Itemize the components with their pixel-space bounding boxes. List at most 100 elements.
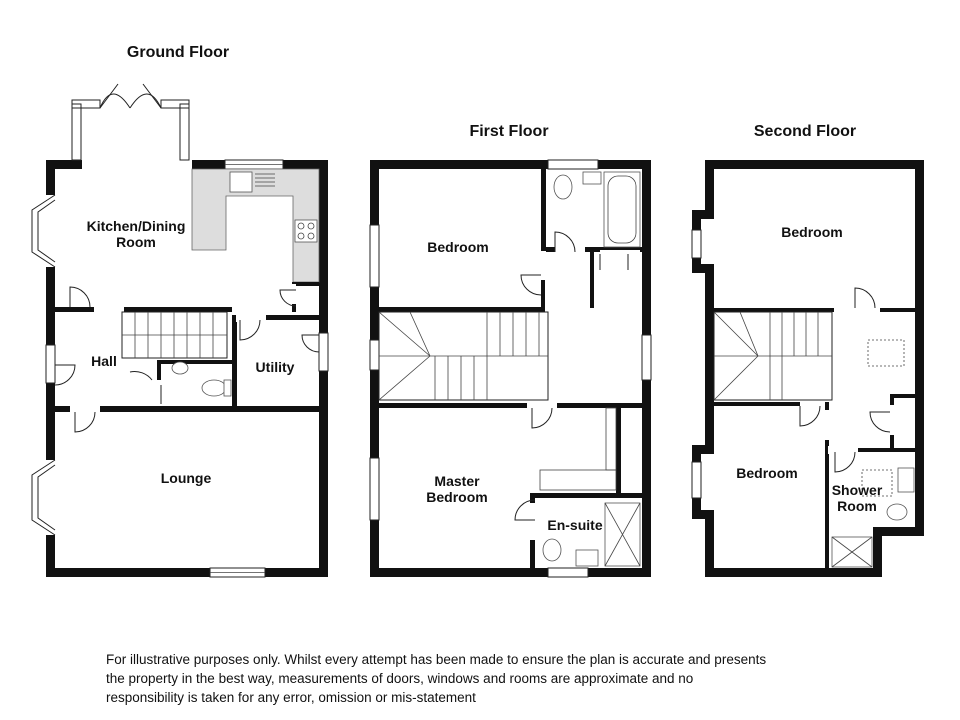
staircase <box>121 311 228 359</box>
window <box>369 224 380 288</box>
staircase <box>378 311 549 401</box>
wall <box>705 264 714 449</box>
window <box>547 567 589 578</box>
toilet-icon <box>542 538 562 562</box>
hob-icon <box>294 219 318 243</box>
wall <box>530 540 535 568</box>
wall <box>55 406 319 412</box>
rooflight <box>867 339 905 367</box>
room-label-bedroom: Bedroom <box>427 239 488 255</box>
wall <box>705 568 882 577</box>
wall <box>541 169 546 251</box>
wall <box>237 315 319 320</box>
wall <box>546 247 642 252</box>
disclaimer-line: the property in the best way, measuremen… <box>106 671 694 686</box>
room-label-shower-room: Shower <box>832 482 883 498</box>
first-floor-plan: First Floor <box>368 123 653 579</box>
wall <box>530 493 535 503</box>
room-label-master-bedroom-line2: Bedroom <box>426 489 487 505</box>
door <box>239 319 261 341</box>
room-label-hall: Hall <box>91 353 117 369</box>
wall <box>714 402 829 406</box>
wall <box>370 160 651 169</box>
basin-icon <box>171 361 189 375</box>
second-floor-plan: Second Floor <box>690 123 924 577</box>
wall <box>705 510 714 577</box>
disclaimer-line: For illustrative purposes only. Whilst e… <box>106 652 767 667</box>
window <box>179 103 190 161</box>
door <box>554 231 576 253</box>
wall <box>873 527 882 577</box>
ground-floor-plan: Ground Floor <box>31 44 330 579</box>
wall <box>616 408 621 493</box>
wall <box>55 307 232 312</box>
wall <box>705 160 924 169</box>
wall <box>46 568 328 577</box>
french-door <box>99 93 131 109</box>
door <box>69 286 91 308</box>
wall <box>915 160 924 536</box>
wall <box>894 394 915 398</box>
bay-window <box>31 194 56 268</box>
toilet-icon <box>886 503 908 521</box>
staircase <box>713 311 833 401</box>
disclaimer: For illustrative purposes only. Whilst e… <box>106 650 846 707</box>
room-label-shower-room-line2: Room <box>837 498 877 514</box>
window <box>691 229 702 259</box>
wall <box>370 568 651 577</box>
basin-icon <box>575 549 599 567</box>
door <box>54 364 76 386</box>
bay-window <box>31 459 56 536</box>
window <box>641 334 652 381</box>
room-label-bedroom-bottom: Bedroom <box>736 465 797 481</box>
window <box>71 103 82 161</box>
window <box>369 457 380 521</box>
wall <box>878 527 924 536</box>
door <box>854 287 876 309</box>
window <box>547 159 599 170</box>
first-floor-title: First Floor <box>469 123 548 140</box>
door <box>799 405 821 427</box>
wall <box>714 308 834 312</box>
wall <box>292 282 319 286</box>
wall <box>692 445 714 454</box>
door <box>531 407 553 429</box>
door <box>74 411 96 433</box>
wall <box>232 315 237 406</box>
wall <box>829 448 915 452</box>
room-label-bedroom-top: Bedroom <box>781 224 842 240</box>
room-label-kitchen: Kitchen/Dining <box>87 218 186 234</box>
room-label-lounge: Lounge <box>161 470 212 486</box>
door <box>514 499 536 521</box>
toilet-icon <box>201 379 227 397</box>
wall <box>825 406 829 568</box>
door <box>599 254 629 270</box>
wall <box>530 493 642 498</box>
sink-icon <box>229 171 253 193</box>
room-label-utility: Utility <box>256 359 295 375</box>
wall <box>705 160 714 215</box>
wall <box>379 307 541 312</box>
kitchen-units <box>191 168 320 283</box>
basin-icon <box>897 467 915 493</box>
wall <box>692 510 714 519</box>
wall <box>590 252 594 308</box>
wardrobe <box>605 407 617 471</box>
bath-icon <box>603 171 641 248</box>
second-floor-title: Second Floor <box>754 123 856 140</box>
room-label-master-bedroom: Master <box>434 473 480 489</box>
window <box>691 461 702 499</box>
door <box>520 274 542 296</box>
door <box>834 451 856 473</box>
disclaimer-line: responsibility is taken for any error, o… <box>106 690 476 705</box>
wall <box>157 360 161 380</box>
wall <box>880 308 915 312</box>
door <box>301 334 320 353</box>
room-label-ensuite: En-suite <box>547 517 602 533</box>
wall <box>541 280 545 312</box>
wall <box>379 403 642 408</box>
wall <box>692 264 714 273</box>
toilet-icon <box>553 174 573 200</box>
wall <box>692 210 714 219</box>
